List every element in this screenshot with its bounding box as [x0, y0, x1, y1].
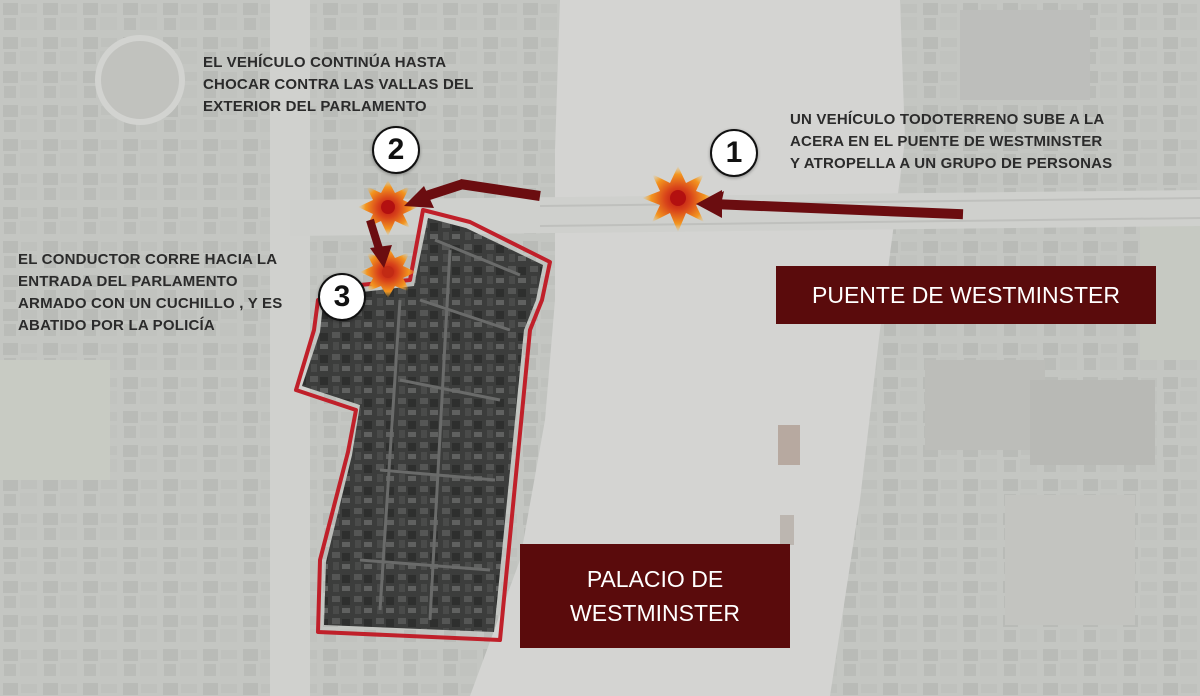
boat: [780, 515, 794, 545]
palace-label: PALACIO DE WESTMINSTER: [520, 544, 790, 648]
event-2-line: EXTERIOR DEL PARLAMENTO: [203, 98, 427, 115]
path-arrow-3: [366, 218, 384, 254]
building-block: [960, 10, 1090, 100]
arrowhead-3: [370, 245, 392, 268]
event-3-description: EL CONDUCTOR CORRE HACIA LA ENTRADA DEL …: [18, 249, 282, 337]
arrowhead-1: [696, 190, 722, 218]
building-block: [925, 360, 1045, 450]
arrowhead-2: [404, 186, 434, 208]
event-2-line: EL VEHÍCULO CONTINÚA HASTA: [203, 54, 447, 71]
boat: [778, 425, 800, 465]
event-3-line: ARMADO CON UN CUCHILLO , Y ES: [18, 295, 283, 312]
building-block: [1005, 495, 1135, 625]
event-2-description: EL VEHÍCULO CONTINÚA HASTA CHOCAR CONTRA…: [203, 52, 474, 118]
building-block: [1030, 380, 1155, 465]
roundabout: [95, 35, 185, 125]
blast-marker-1: [642, 166, 714, 232]
path-arrow-2: [459, 179, 541, 201]
event-1-description: UN VEHÍCULO TODOTERRENO SUBE A LA ACERA …: [790, 109, 1112, 175]
blast-marker-3: [360, 246, 416, 298]
event-1-line: ACERA EN EL PUENTE DE WESTMINSTER: [790, 133, 1103, 150]
bridge-label: PUENTE DE WESTMINSTER: [776, 266, 1156, 324]
palace-label-line: WESTMINSTER: [570, 600, 740, 626]
park-area: [0, 360, 110, 480]
event-1-line: UN VEHÍCULO TODOTERRENO SUBE A LA: [790, 111, 1105, 128]
event-1-line: Y ATROPELLA A UN GRUPO DE PERSONAS: [790, 155, 1113, 172]
palace-label-line: PALACIO DE: [586, 566, 724, 592]
event-3-line: EL CONDUCTOR CORRE HACIA LA: [18, 251, 278, 268]
event-3-line: ABATIDO POR LA POLICÍA: [18, 317, 215, 334]
event-3-line: ENTRADA DEL PARLAMENTO: [18, 273, 238, 290]
event-1-badge: 1: [710, 129, 758, 177]
river-thames: [470, 0, 905, 696]
road: [270, 0, 310, 696]
event-2-badge: 2: [372, 126, 420, 174]
event-3-badge: 3: [318, 273, 366, 321]
event-2-line: CHOCAR CONTRA LAS VALLAS DEL: [203, 76, 474, 93]
